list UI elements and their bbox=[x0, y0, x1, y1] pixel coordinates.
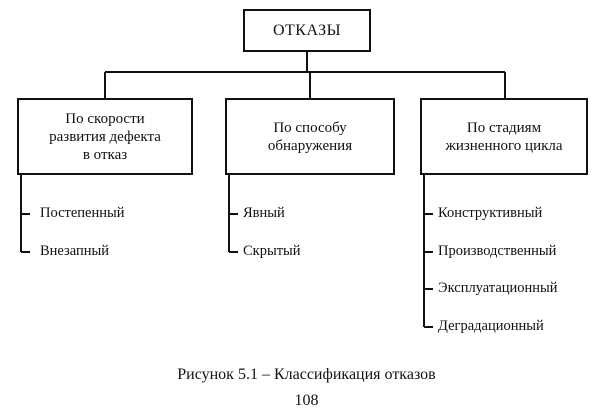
category-label-line: в отказ bbox=[82, 146, 128, 163]
category-box-speed: По скорости развития дефекта в отказ bbox=[17, 98, 193, 175]
category-label-line: развития дефекта bbox=[49, 128, 161, 145]
figure-caption: Рисунок 5.1 – Классификация отказов bbox=[177, 366, 436, 383]
root-label: ОТКАЗЫ bbox=[272, 21, 342, 39]
category-label-line: По стадиям bbox=[466, 119, 542, 136]
category-label-line: обнаружения bbox=[267, 137, 353, 154]
item-design: Конструктивный bbox=[438, 205, 543, 221]
item-operational: Эксплуатационный bbox=[438, 280, 558, 296]
page-number: 108 bbox=[294, 392, 319, 409]
category-label-line: По скорости bbox=[65, 110, 145, 127]
category-label-line: жизненного цикла bbox=[445, 137, 563, 154]
category-box-lifecycle: По стадиям жизненного цикла bbox=[420, 98, 588, 175]
item-explicit: Явный bbox=[243, 205, 285, 221]
item-gradual: Постепенный bbox=[40, 205, 125, 221]
item-production: Производственный bbox=[438, 243, 557, 259]
item-hidden: Скрытый bbox=[243, 243, 301, 259]
item-sudden: Внезапный bbox=[40, 243, 110, 259]
category-label-line: По способу bbox=[273, 119, 347, 136]
root-box: ОТКАЗЫ bbox=[243, 9, 371, 52]
category-box-detection: По способу обнаружения bbox=[225, 98, 395, 175]
item-degradation: Деградационный bbox=[438, 318, 544, 334]
